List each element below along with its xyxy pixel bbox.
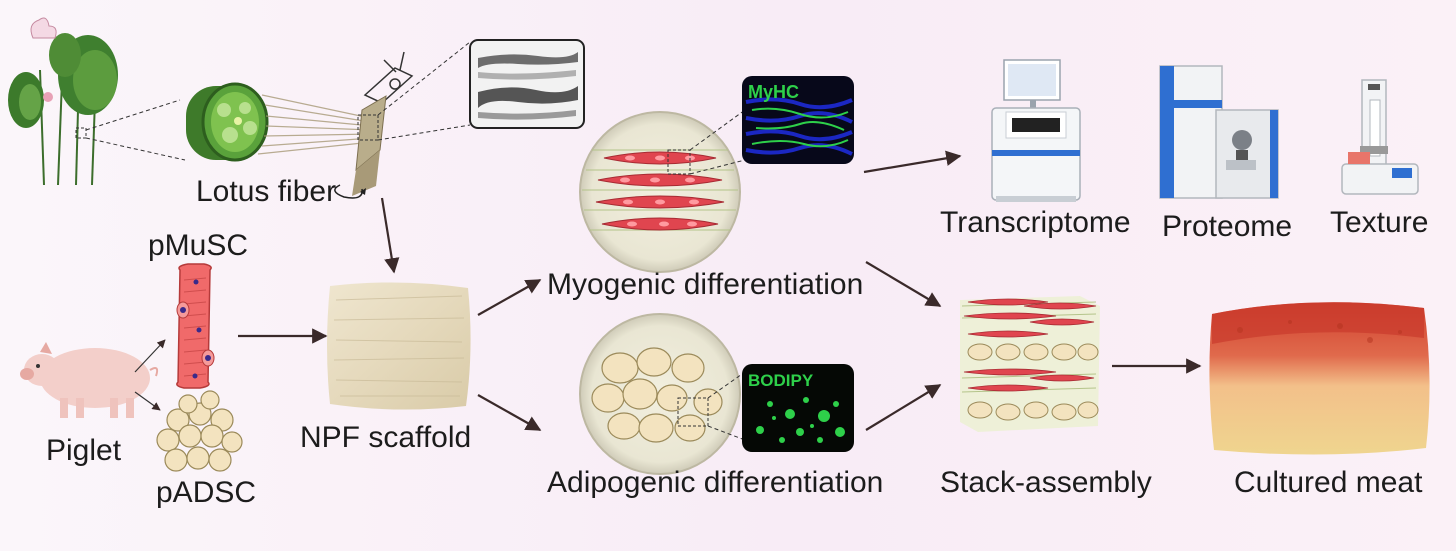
- arrow-piglet-to-pmusc: [135, 340, 165, 372]
- stack-assembly-icon: [960, 296, 1100, 432]
- texture-label: Texture: [1330, 208, 1428, 238]
- mass-spectrometer-icon: [1160, 66, 1278, 198]
- zoom-line: [86, 138, 185, 160]
- bodipy-stain-image: BODIPY: [742, 364, 854, 452]
- piglet-label: Piglet: [46, 436, 121, 466]
- sequencer-instrument-icon: [992, 60, 1080, 202]
- myhc-stain-image: MyHC: [742, 76, 854, 164]
- fiber-sem-image: [470, 40, 584, 128]
- npf-scaffold-label: NPF scaffold: [300, 423, 471, 453]
- adipogenic-culture-dish-icon: [580, 314, 740, 474]
- zoom-line: [378, 125, 470, 140]
- transcriptome-label: Transcriptome: [940, 208, 1131, 238]
- proteome-label: Proteome: [1162, 212, 1292, 242]
- cultured-meat-label: Cultured meat: [1234, 468, 1422, 498]
- cultured-meat-photo: [1209, 302, 1429, 454]
- padsc-label: pADSC: [156, 478, 256, 508]
- muscle-stem-cell-fiber-icon: [177, 264, 214, 388]
- lotus-fiber-label: Lotus fiber: [196, 177, 336, 207]
- arrow-piglet-to-padsc: [135, 392, 160, 410]
- npf-scaffold-image: [327, 282, 471, 409]
- lotus-stem-cross-section-icon: [186, 84, 267, 160]
- fiber-strands: [258, 95, 372, 154]
- myogenic-culture-dish-icon: [580, 112, 740, 272]
- stack-assembly-label: Stack-assembly: [940, 468, 1152, 498]
- texture-analyzer-icon: [1342, 80, 1418, 194]
- fiber-twisting-device-icon: [335, 52, 412, 198]
- pmusc-label: pMuSC: [148, 231, 248, 261]
- adipogenic-differentiation-label: Adipogenic differentiation: [547, 468, 883, 498]
- myogenic-differentiation-label: Myogenic differentiation: [547, 270, 863, 300]
- lotus-plant-icon: [8, 18, 118, 185]
- myhc-stain-label: MyHC: [748, 82, 799, 102]
- bodipy-stain-label: BODIPY: [748, 371, 814, 390]
- piglet-icon: [20, 342, 157, 418]
- zoom-line: [378, 42, 470, 115]
- adipose-stem-cell-cluster-icon: [157, 391, 242, 471]
